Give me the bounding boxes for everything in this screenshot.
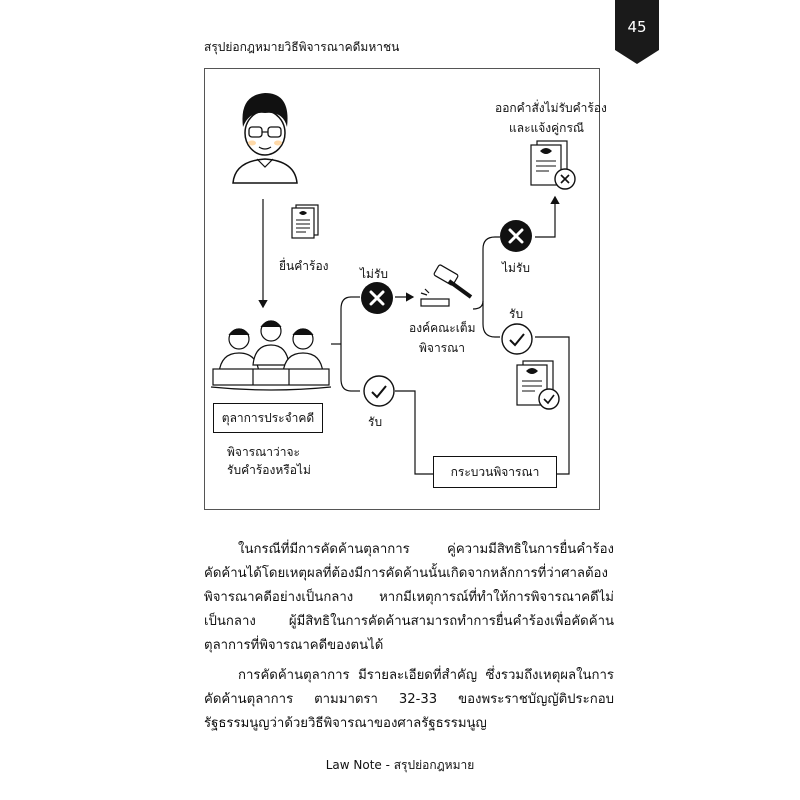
flowchart-figure: ยื่นคำร้อง ตุลาการประจำคดี พิจารณาว่าจะ … [204, 68, 607, 510]
paragraph-2: การคัดค้านตุลาการ มีรายละเอียดที่สำคัญ ซ… [204, 668, 614, 731]
court-caption-line2: รับคำร้องหรือไม่ [227, 463, 311, 477]
approved-document-icon [516, 360, 560, 410]
page-tab-shape [615, 0, 659, 64]
running-head: สรุปย่อกฎหมายวิธีพิจารณาคดีมหาชน [204, 40, 400, 54]
petition-document-icon [291, 204, 319, 239]
judges-panel-icon [210, 320, 332, 391]
gavel-icon [420, 264, 473, 307]
reject-label-1: ไม่รับ [360, 267, 389, 281]
accept-label-1: รับ [368, 415, 383, 429]
paragraph-1: ในกรณีที่มีการคัดค้านตุลาการ คู่ความมีสิ… [204, 542, 614, 653]
full-bench-line1: องค์คณะเต็ม [409, 321, 476, 335]
reject-circle-icon-1 [361, 282, 393, 314]
file-petition-label: ยื่นคำร้อง [279, 259, 329, 273]
accept-check-icon-2 [501, 323, 533, 355]
dismiss-line2: และแจ้งคู่กรณี [509, 121, 585, 135]
accept-check-icon-1 [363, 375, 395, 407]
reject-label-2: ไม่รับ [502, 261, 531, 275]
rejected-document-icon [530, 140, 576, 190]
process-box: กระบวนพิจารณา [433, 456, 557, 488]
body-text: ในกรณีที่มีการคัดค้านตุลาการ คู่ความมีสิ… [204, 538, 614, 742]
accept-label-2: รับ [509, 307, 524, 321]
flowchart-lines [258, 195, 570, 475]
full-bench-line2: พิจารณา [419, 341, 465, 355]
court-box: ตุลาการประจำคดี [213, 403, 323, 433]
page-number: 45 [627, 18, 647, 36]
person-icon [232, 93, 298, 184]
reject-circle-icon-2 [500, 220, 532, 252]
page-footer: Law Note - สรุปย่อกฎหมาย [325, 758, 475, 772]
court-caption-line1: พิจารณาว่าจะ [227, 445, 300, 459]
page-number-tab: 45 [615, 0, 659, 64]
dismiss-line1: ออกคำสั่งไม่รับคำร้อง [495, 101, 607, 115]
